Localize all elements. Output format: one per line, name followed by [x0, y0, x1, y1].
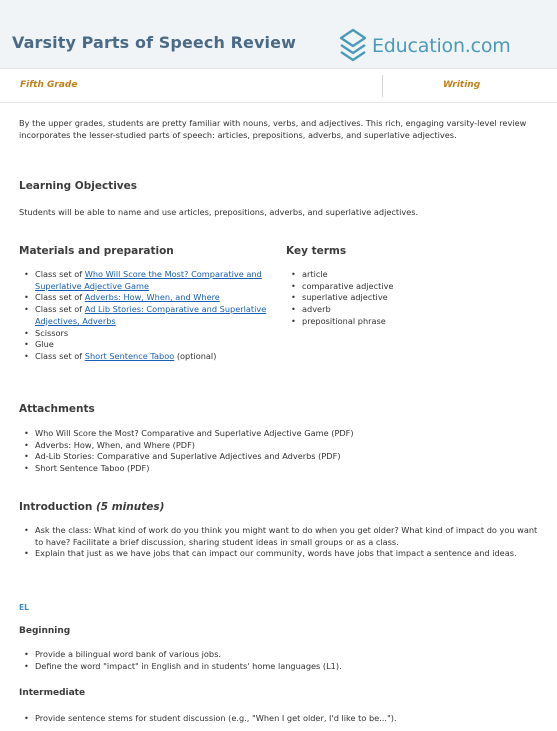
- meta-divider: [382, 75, 383, 97]
- intermediate-list: Provide sentence stems for student discu…: [19, 713, 541, 725]
- item-prefix: Class set of: [35, 269, 85, 279]
- attachment-item[interactable]: Who Will Score the Most? Comparative and…: [24, 428, 541, 440]
- item-prefix: Class set of: [35, 350, 85, 361]
- list-item: Define the word "impact" in English and …: [24, 661, 541, 673]
- intro-paragraph: By the upper grades, students are pretty…: [19, 118, 527, 140]
- key-terms-list: article comparative adjective superlativ…: [286, 269, 536, 328]
- learning-objectives-text: Students will be able to name and use ar…: [19, 207, 419, 217]
- link-who-will-score[interactable]: Who Will Score the Most? Comparative and…: [35, 269, 262, 291]
- list-item: Class set of Who Will Score the Most? Co…: [24, 269, 269, 292]
- introduction-time: (5 minutes): [95, 501, 165, 513]
- attachment-item[interactable]: Ad-Lib Stories: Comparative and Superlat…: [24, 451, 541, 463]
- list-item: Scissors: [24, 327, 269, 340]
- introduction-heading: Introduction (5 minutes): [19, 501, 541, 513]
- item-prefix: Class set of: [35, 292, 85, 303]
- list-item: comparative adjective: [291, 281, 536, 293]
- list-item: Class set of Ad Lib Stories: Comparative…: [24, 304, 269, 327]
- list-item: Provide sentence stems for student discu…: [24, 713, 541, 725]
- list-item: adverb: [291, 304, 536, 316]
- materials-heading: Materials and preparation: [19, 245, 174, 257]
- key-terms-heading: Key terms: [286, 245, 347, 257]
- education-com-logo[interactable]: Education.com: [335, 24, 545, 68]
- attachments-heading: Attachments: [19, 403, 95, 415]
- beginning-list: Provide a bilingual word bank of various…: [19, 649, 541, 672]
- item-text: Glue: [35, 339, 54, 350]
- list-item: prepositional phrase: [291, 316, 536, 328]
- list-item: Provide a bilingual word bank of various…: [24, 649, 541, 661]
- item-prefix: Class set of: [35, 304, 85, 315]
- subject-label[interactable]: Writing: [443, 80, 481, 90]
- attachment-item[interactable]: Short Sentence Taboo (PDF): [24, 463, 541, 475]
- logo-text: Education.com: [372, 35, 511, 57]
- learning-objectives-heading: Learning Objectives: [19, 180, 138, 192]
- list-item: Class set of Short Sentence Taboo (optio…: [24, 350, 269, 363]
- link-short-sentence-taboo[interactable]: Short Sentence Taboo: [84, 350, 175, 361]
- page-title: Varsity Parts of Speech Review: [12, 33, 296, 52]
- list-item: Glue: [24, 339, 269, 351]
- item-text: Scissors: [35, 327, 69, 338]
- introduction-list: Ask the class: What kind of work do you …: [19, 525, 541, 560]
- attachments-list: Who Will Score the Most? Comparative and…: [19, 428, 541, 475]
- materials-list: Class set of Who Will Score the Most? Co…: [19, 269, 269, 363]
- introduction-title: Introduction: [19, 501, 93, 513]
- item-suffix: (optional): [174, 350, 217, 361]
- link-adverbs-how-when-where[interactable]: Adverbs: How, When, and Where: [84, 292, 220, 303]
- grade-label[interactable]: Fifth Grade: [20, 80, 78, 90]
- beginning-heading: Beginning: [19, 626, 71, 636]
- meta-bar: Fifth Grade Writing: [0, 68, 557, 103]
- attachment-item[interactable]: Adverbs: How, When, and Where (PDF): [24, 440, 541, 452]
- list-item: Class set of Adverbs: How, When, and Whe…: [24, 292, 269, 304]
- page-header: Varsity Parts of Speech Review Education…: [0, 0, 557, 68]
- intermediate-heading: Intermediate: [19, 688, 86, 698]
- list-item: article: [291, 269, 536, 281]
- el-label: EL: [19, 603, 29, 612]
- education-logo-icon: [339, 28, 367, 62]
- link-ad-lib-stories[interactable]: Ad Lib Stories: Comparative and Superlat…: [35, 304, 267, 326]
- list-item: Explain that just as we have jobs that c…: [24, 548, 541, 560]
- list-item: Ask the class: What kind of work do you …: [24, 525, 541, 548]
- list-item: superlative adjective: [291, 292, 536, 304]
